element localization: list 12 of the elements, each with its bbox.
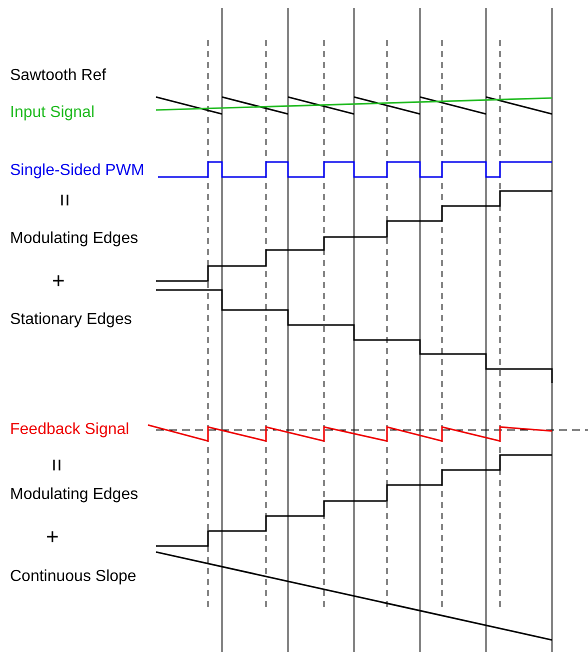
signal-label: Feedback Signal — [10, 421, 130, 439]
signal-label: Input Signal — [10, 104, 95, 122]
plus-sign: + — [52, 270, 65, 292]
equals-sign: = — [53, 194, 76, 206]
signal-label: Stationary Edges — [10, 311, 132, 329]
signal-label: Modulating Edges — [10, 230, 138, 248]
signal-label: Continuous Slope — [10, 568, 136, 586]
signal-label: Single-Sided PWM — [10, 162, 144, 180]
signal-label: Sawtooth Ref — [10, 67, 106, 85]
equals-sign: = — [45, 458, 68, 472]
signal-label: Modulating Edges — [10, 486, 138, 504]
plus-sign: + — [46, 526, 59, 548]
